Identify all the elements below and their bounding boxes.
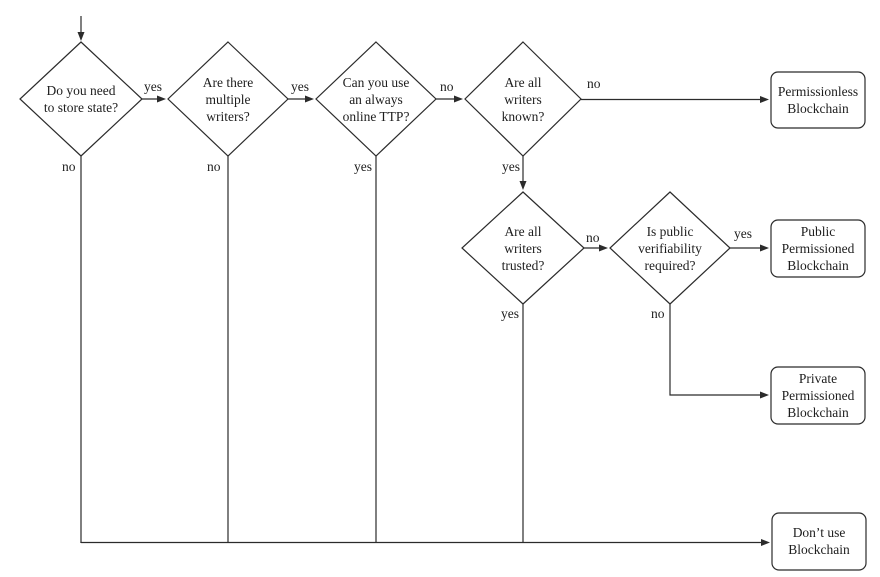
label-line: Are all (504, 224, 542, 239)
edge-label-store-state-no: no (62, 159, 76, 174)
outcome-private-permissioned-shape (770, 366, 866, 425)
label-line: Is public (646, 224, 694, 239)
edge-label-writers-trusted-no: no (586, 230, 600, 245)
outcome-public-permissioned-shape (770, 219, 866, 278)
edge-label-public-verifiability-no: no (651, 306, 665, 321)
decision-multiple-writers-shape (167, 41, 289, 157)
label-line: Are there (202, 75, 254, 90)
arrowhead-into-writers-known (454, 95, 463, 103)
label-line: an always (349, 92, 403, 107)
outcome-dont-use-label: Don’t use Blockchain (772, 524, 866, 558)
edge-label-online-ttp-no: no (440, 79, 454, 94)
outcome-dont-use-shape (771, 512, 867, 571)
label-line: Are all (504, 75, 542, 90)
label-line: verifiability (638, 241, 702, 256)
arrowhead-into-writers-trusted (519, 181, 527, 190)
label-line: writers (504, 92, 542, 107)
label-line: Public (800, 224, 836, 239)
label-line: Blockchain (788, 542, 850, 557)
decision-public-verifiability-shape (609, 191, 731, 305)
decision-online-ttp-label: Can you use an always online TTP? (316, 74, 436, 125)
label-line: Don’t use (792, 525, 846, 540)
label-line: trusted? (501, 258, 545, 273)
decision-store-state-shape (19, 41, 143, 157)
label-line: Private (798, 371, 838, 386)
edge-dont-use-collector (80, 541, 763, 544)
outcome-permissionless-shape (770, 71, 866, 129)
edge-public-verifiability-no (669, 304, 762, 396)
arrowhead-into-public-permissioned (760, 244, 769, 252)
arrowhead-into-public-verifiability (599, 244, 608, 252)
decision-writers-trusted-label: Are all writers trusted? (473, 223, 573, 274)
label-line: Permissioned (781, 388, 855, 403)
arrowhead-into-dont-use (761, 539, 770, 546)
label-line: to store state? (43, 100, 119, 115)
edge-label-online-ttp-yes: yes (354, 159, 372, 174)
edge-label-writers-known-yes: yes (502, 159, 520, 174)
label-line: required? (644, 258, 696, 273)
label-line: Blockchain (787, 405, 849, 420)
edge-label-public-verifiability-yes: yes (734, 226, 752, 241)
decision-writers-known-shape (464, 41, 582, 157)
arrowhead-into-multiple-writers (157, 95, 166, 103)
label-line: Permissioned (781, 241, 855, 256)
label-line: multiple (205, 92, 251, 107)
label-line: Can you use (342, 75, 410, 90)
label-line: writers? (206, 109, 250, 124)
outcome-public-permissioned-label: Public Permissioned Blockchain (771, 223, 865, 274)
arrowhead-into-online-ttp (305, 95, 314, 103)
label-line: Blockchain (787, 258, 849, 273)
label-line: Permissionless (777, 84, 859, 99)
label-line: Do you need (46, 83, 116, 98)
label-line: Blockchain (787, 101, 849, 116)
arrowhead-into-permissionless (760, 96, 769, 103)
decision-multiple-writers-label: Are there multiple writers? (178, 74, 278, 125)
decision-online-ttp-shape (315, 41, 437, 157)
outcome-permissionless-label: Permissionless Blockchain (771, 83, 865, 117)
edge-label-writers-trusted-yes: yes (501, 306, 519, 321)
edge-label-multiple-writers-yes: yes (291, 79, 309, 94)
decision-writers-trusted-shape (461, 191, 585, 305)
label-line: known? (501, 109, 545, 124)
label-line: online TTP? (342, 109, 410, 124)
outcome-private-permissioned-label: Private Permissioned Blockchain (771, 370, 865, 421)
edge-label-multiple-writers-no: no (207, 159, 221, 174)
decision-writers-known-label: Are all writers known? (473, 74, 573, 125)
decision-public-verifiability-label: Is public verifiability required? (610, 223, 730, 274)
edge-label-store-state-yes: yes (144, 79, 162, 94)
arrowhead-into-private-permissioned (760, 391, 769, 399)
label-line: writers (504, 241, 542, 256)
decision-store-state-label: Do you need to store state? (21, 82, 141, 116)
edge-label-writers-known-no: no (587, 76, 601, 91)
arrowhead-into-store-state (77, 32, 85, 41)
